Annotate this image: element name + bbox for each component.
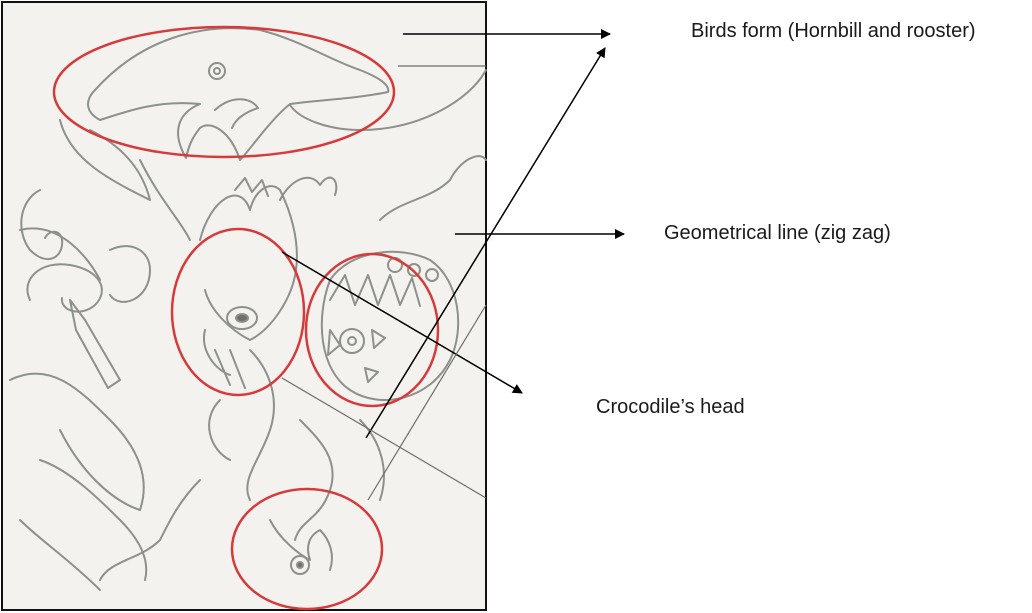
label-geometrical-line: Geometrical line (zig zag) <box>664 219 891 247</box>
motif-sketch-photo <box>2 2 486 610</box>
label-crocodile-head: Crocodile’s head <box>596 393 745 421</box>
label-birds-form: Birds form (Hornbill and rooster) <box>691 17 1011 45</box>
